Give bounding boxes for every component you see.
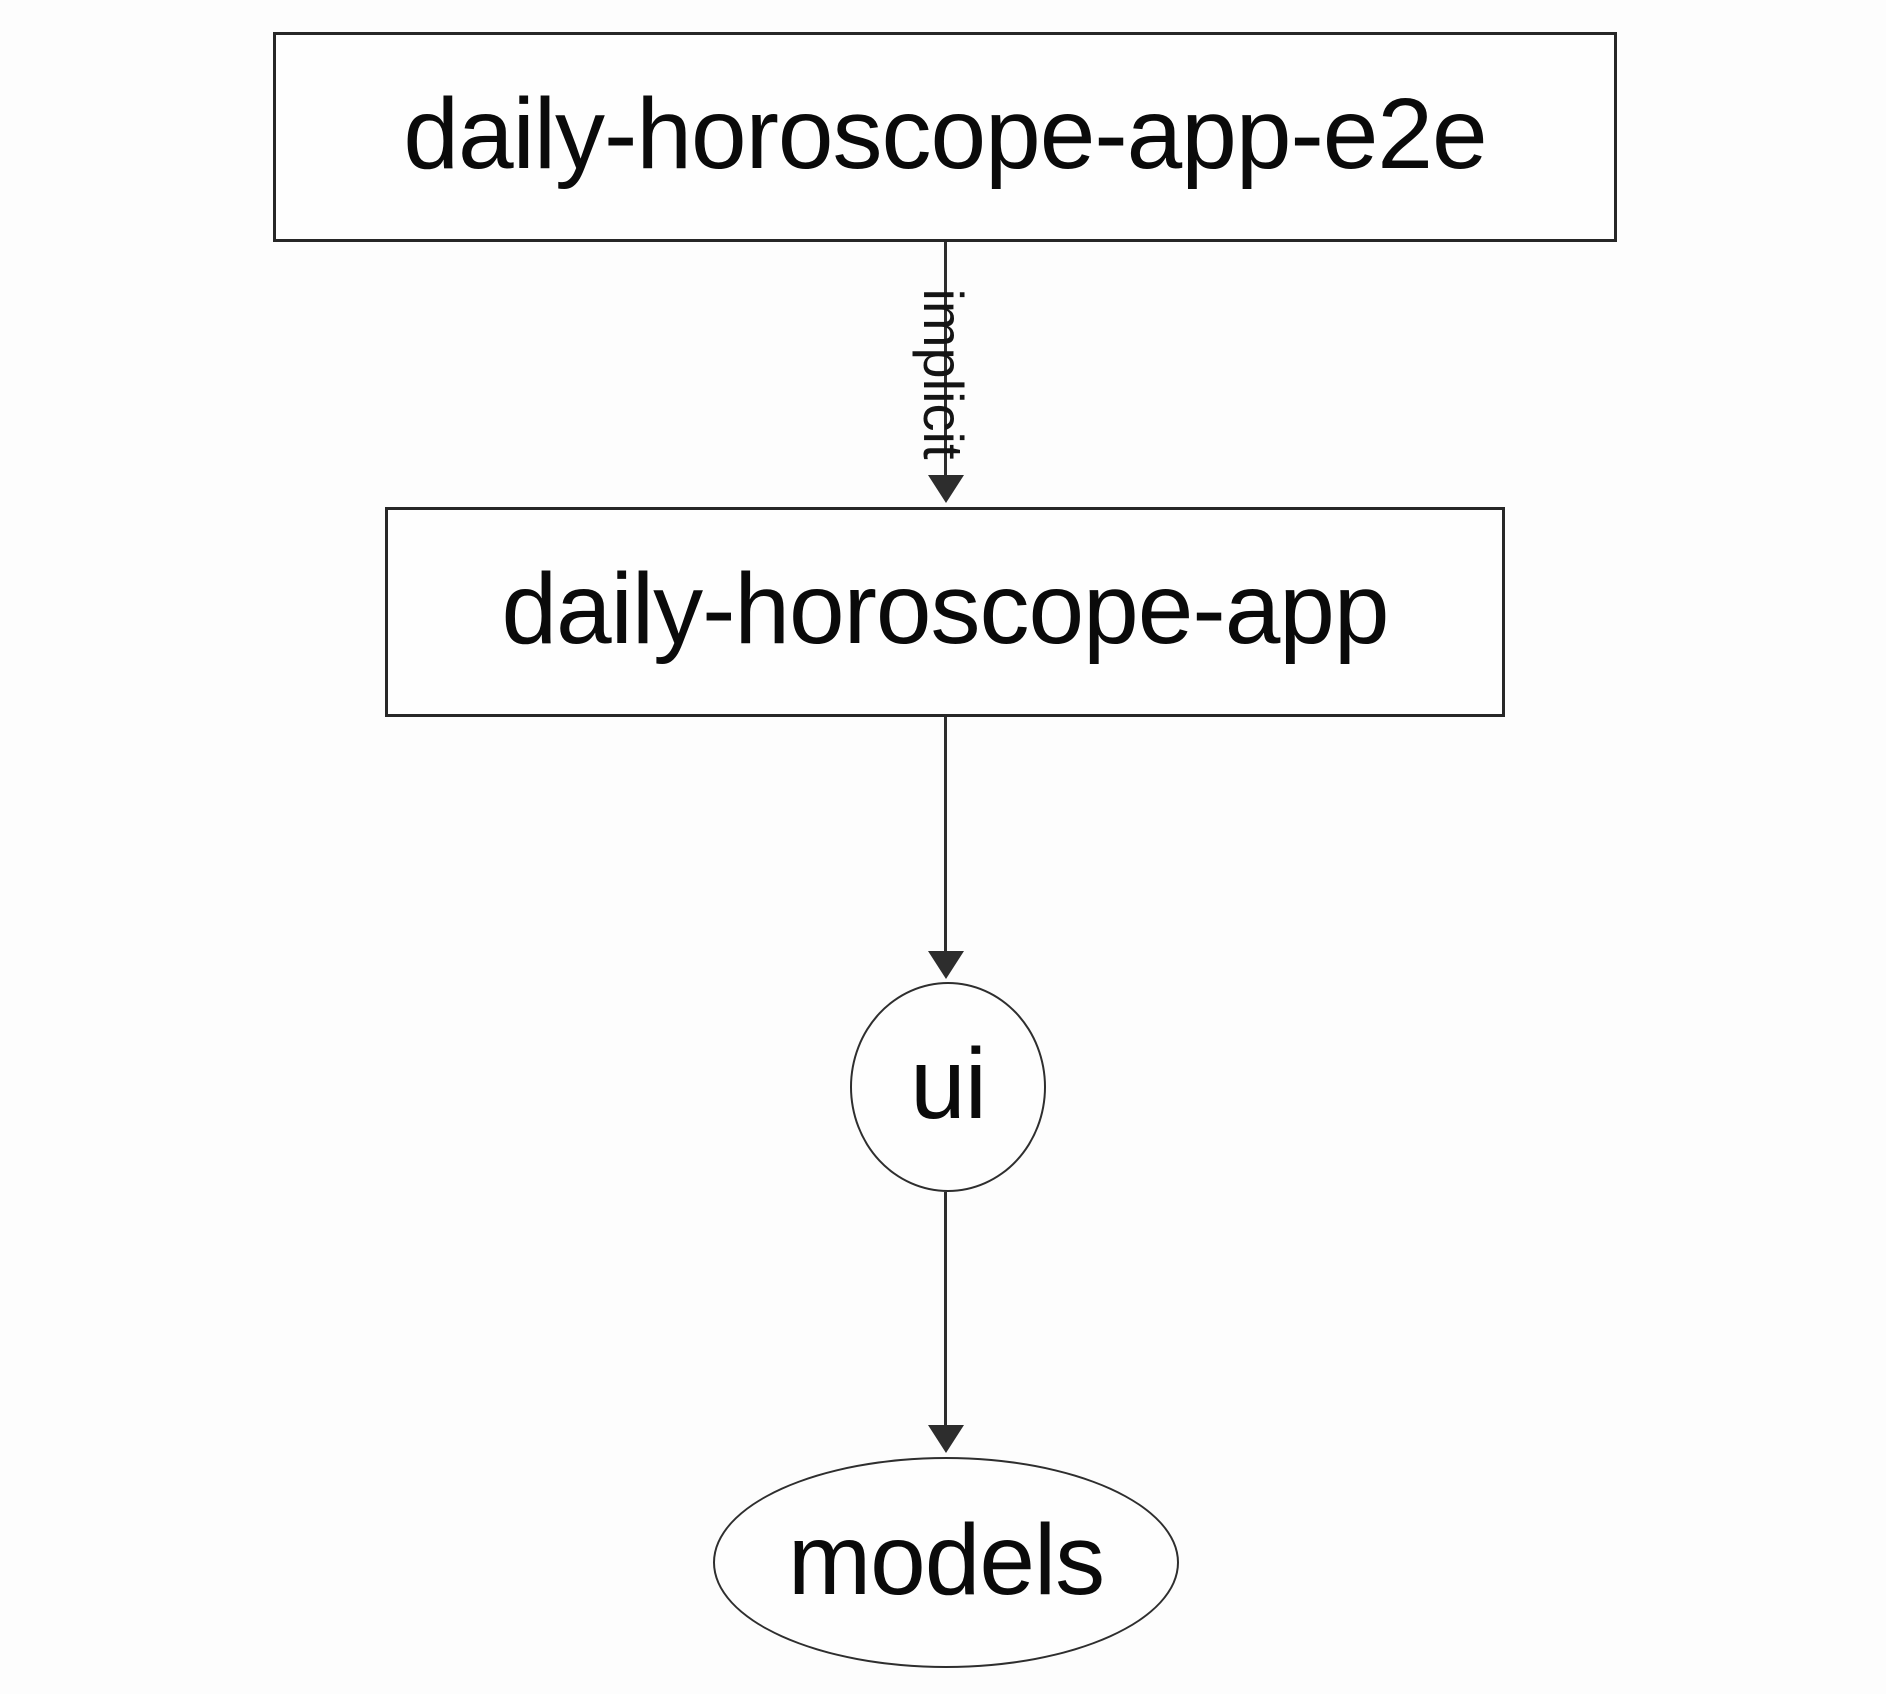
graph-node-daily-horoscope-app[interactable]: daily-horoscope-app <box>385 507 1505 717</box>
node-label-models: models <box>787 1503 1105 1616</box>
node-label-daily-horoscope-app: daily-horoscope-app <box>501 553 1389 665</box>
graph-node-ui[interactable]: ui <box>850 982 1046 1192</box>
graph-node-daily-horoscope-app-e2e[interactable]: daily-horoscope-app-e2e <box>273 32 1617 242</box>
arrow-down-head-icon <box>928 951 964 979</box>
node-label-ui: ui <box>910 1028 987 1140</box>
edge-ui-to-models-line <box>944 1192 947 1425</box>
arrow-down-head-icon <box>928 475 964 503</box>
arrow-down-head-icon <box>928 1425 964 1453</box>
edge-label-implicit: implicit <box>912 288 975 460</box>
node-label-daily-horoscope-app-e2e: daily-horoscope-app-e2e <box>403 78 1487 190</box>
edge-app-to-ui-line <box>944 717 947 951</box>
graph-node-models[interactable]: models <box>713 1457 1179 1668</box>
edge-e2e-to-app-line <box>944 242 947 475</box>
